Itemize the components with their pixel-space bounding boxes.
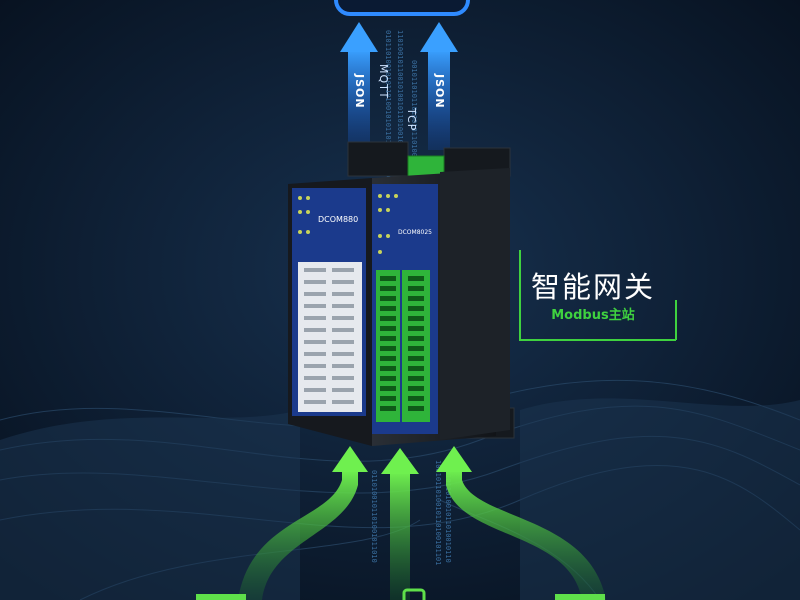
svg-text:010110100101011010010101101001: 0101101001010110100101011010011001010 [384, 30, 392, 186]
protocol-json-left: JSON [353, 74, 366, 109]
data-stream: 0101101001010110100101011010011001010 11… [370, 30, 452, 565]
module-right-leds [378, 194, 398, 254]
bottom-device-middle [402, 588, 426, 600]
green-arrow-right [436, 446, 606, 600]
bottom-device-left [196, 594, 246, 600]
blue-arrow-left [340, 22, 378, 150]
terminal-slots [380, 276, 424, 411]
hills [0, 398, 800, 600]
module-left-leds [298, 196, 310, 234]
module-left-terminal-slots [304, 268, 354, 404]
green-arrow-left [238, 446, 368, 600]
gateway-label: 智能网关 Modbus主站 [518, 236, 676, 340]
mounting-bracket-left [347, 141, 409, 177]
svg-text:0101101001011010010110: 0101101001011010010110 [444, 470, 452, 563]
svg-text:0110100101101001011010: 0110100101101001011010 [370, 470, 378, 563]
module-left-terminals [298, 262, 362, 412]
svg-text:1001011010010110100101101: 1001011010010110100101101 [434, 460, 442, 565]
protocol-mqtt: MQTT [377, 64, 390, 100]
green-arrow-middle [381, 448, 419, 600]
cloud-box [334, 0, 470, 16]
gateway-label-frame [519, 250, 677, 341]
bottom-device-right [555, 594, 605, 600]
gateway-subtitle: Modbus主站 [551, 308, 635, 323]
module-side [440, 168, 510, 440]
module-right-model: DCOM8025 [398, 229, 432, 236]
blue-arrow-right [420, 22, 458, 150]
gateway-title: 智能网关 [530, 270, 655, 304]
protocol-json-right: JSON [433, 74, 446, 109]
protocol-tcp: TCP [405, 108, 418, 132]
module-left-model: DCOM880 [318, 215, 358, 224]
svg-text:110100101100101001011010010110: 1101001011001010010110100101101011001 [396, 30, 404, 186]
svg-text:001011010110100101101001011010: 0010110101101001011010010110100101 [410, 60, 418, 203]
